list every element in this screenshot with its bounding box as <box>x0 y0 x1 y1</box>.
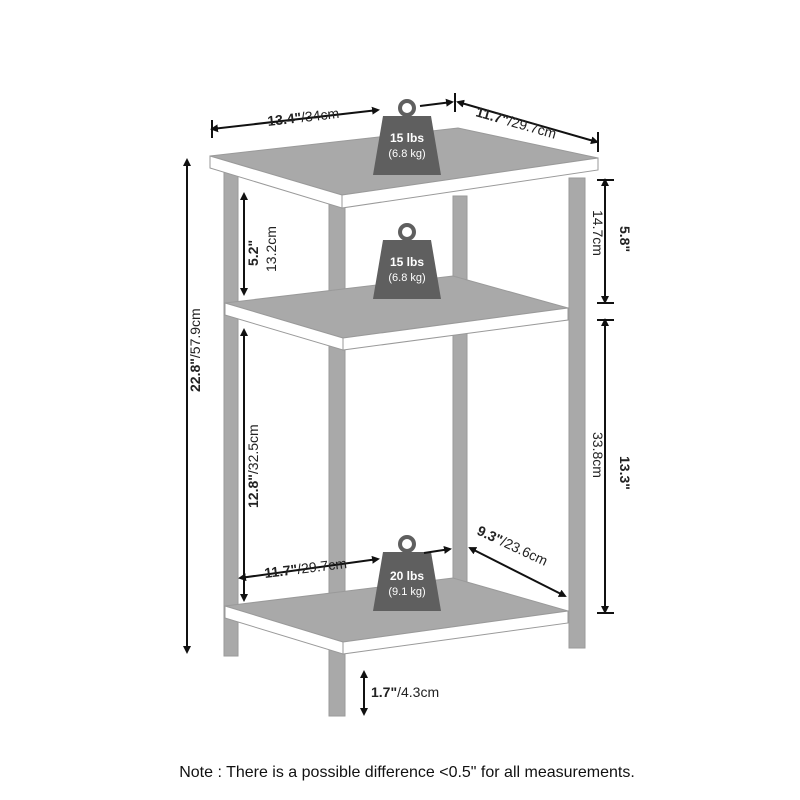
weight-bottom-lbs: 20 lbs <box>390 569 424 583</box>
weight-middle-kg: (6.8 kg) <box>388 272 425 284</box>
dim-middle-gap-right-cm: 33.8cm <box>590 432 606 478</box>
dim-middle-gap-right-in: 13.3" <box>617 456 633 490</box>
dim-bottom-width: 11.7"/29.7cm <box>263 555 347 581</box>
dimension-lines <box>183 93 614 716</box>
weight-icon-middle: 15 lbs (6.8 kg) <box>373 223 441 299</box>
weight-middle-lbs: 15 lbs <box>390 255 424 269</box>
weight-top-kg: (6.8 kg) <box>388 148 425 160</box>
front-right-leg <box>568 177 586 649</box>
dim-top-gap-right-cm: 14.7cm <box>590 210 606 256</box>
middle-shelf-edge-right <box>342 307 569 351</box>
back-right-leg <box>452 195 468 637</box>
bottom-shelf-edge-right <box>342 610 569 655</box>
weight-icon-bottom: 20 lbs (9.1 kg) <box>373 535 441 611</box>
measurement-note: Note : There is a possible difference <0… <box>179 764 635 781</box>
dim-top-gap-left-in: 5.2" <box>245 240 261 266</box>
dim-middle-gap-left: 12.8"/32.5cm <box>245 424 261 508</box>
dim-bottom-depth: 9.3"/23.6cm <box>475 522 551 569</box>
weight-top-lbs: 15 lbs <box>390 131 424 145</box>
weight-bottom-kg: (9.1 kg) <box>388 586 425 598</box>
weight-icon-top: 15 lbs (6.8 kg) <box>373 99 441 175</box>
dim-leg-clearance: 1.7"/4.3cm <box>371 684 439 700</box>
end-table <box>209 127 599 717</box>
dim-top-gap-right-in: 5.8" <box>617 226 633 252</box>
dim-top-width: 13.4"/34cm <box>267 105 340 129</box>
dim-total-height: 22.8"/57.9cm <box>187 308 203 392</box>
back-left-leg <box>223 169 239 657</box>
top-shelf-edge-right <box>341 157 599 209</box>
dim-top-gap-left-cm: 13.2cm <box>263 226 279 272</box>
